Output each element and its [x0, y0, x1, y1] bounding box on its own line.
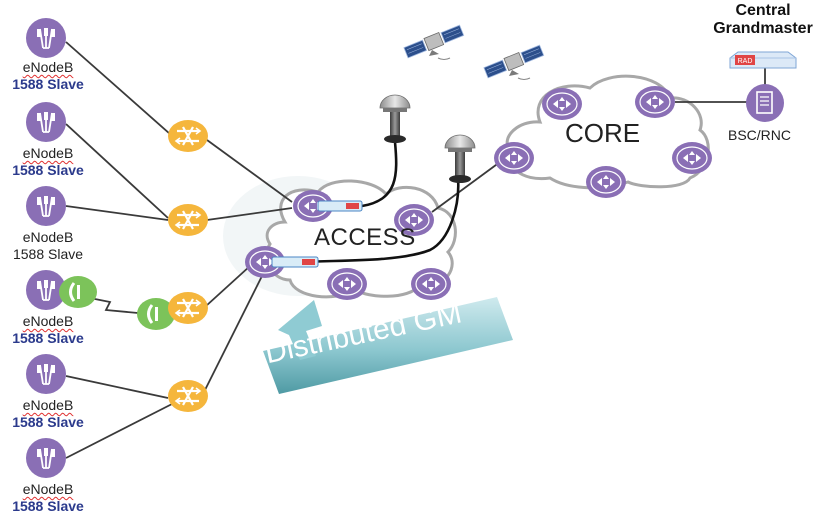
access-router-icon — [410, 267, 452, 301]
access-label: ACCESS — [314, 224, 416, 251]
satellite-icon — [483, 44, 545, 80]
gps-receiver-card — [271, 256, 319, 268]
bsc-rnc-icon — [746, 84, 784, 122]
core-router-icon — [493, 141, 535, 175]
ethernet-switch-icon — [166, 118, 210, 154]
enodeb-antenna-icon — [25, 17, 67, 59]
access-links — [65, 41, 766, 459]
device-badge: RAD — [738, 58, 753, 65]
enodeb-label-1: eNodeB 1588 Slave — [12, 59, 84, 92]
gps-antenna-icon — [379, 94, 411, 144]
gps-antenna-icon — [444, 134, 476, 184]
bsc-rnc-label: BSC/RNC — [728, 127, 792, 143]
enodeb-antenna-icon — [25, 185, 67, 227]
ethernet-switch-icon — [166, 378, 210, 414]
enodeb-label-3: eNodeB 1588 Slave — [12, 229, 84, 262]
enodeb-label-6: eNodeB 1588 Slave — [12, 481, 84, 514]
enodeb-antenna-icon — [25, 353, 67, 395]
microwave-icon — [57, 274, 99, 310]
central-grandmaster-label: Central Grandmaster — [708, 2, 818, 38]
ethernet-switch-icon — [166, 290, 210, 326]
gm-title-line2: Grandmaster — [713, 20, 813, 37]
satellite-icon — [403, 24, 465, 60]
core-router-icon — [671, 141, 713, 175]
enodeb-label-2: eNodeB 1588 Slave — [12, 145, 84, 178]
enodeb-antenna-icon — [25, 101, 67, 143]
ethernet-switch-icon — [166, 202, 210, 238]
grandmaster-device-icon: RAD — [729, 51, 797, 69]
core-router-icon — [585, 165, 627, 199]
gm-title-line1: Central — [735, 2, 791, 19]
core-label: CORE — [565, 118, 641, 148]
enodeb-antenna-icon — [25, 437, 67, 479]
distributed-gm-arrow — [263, 297, 513, 394]
core-router-icon — [634, 85, 676, 119]
enodeb-label-4: eNodeB 1588 Slave — [12, 313, 84, 346]
access-router-icon — [326, 267, 368, 301]
gps-receiver-card — [317, 200, 363, 212]
enodeb-label-5: eNodeB 1588 Slave — [12, 397, 84, 430]
core-router-icon — [541, 87, 583, 121]
gps-cables — [304, 141, 460, 264]
